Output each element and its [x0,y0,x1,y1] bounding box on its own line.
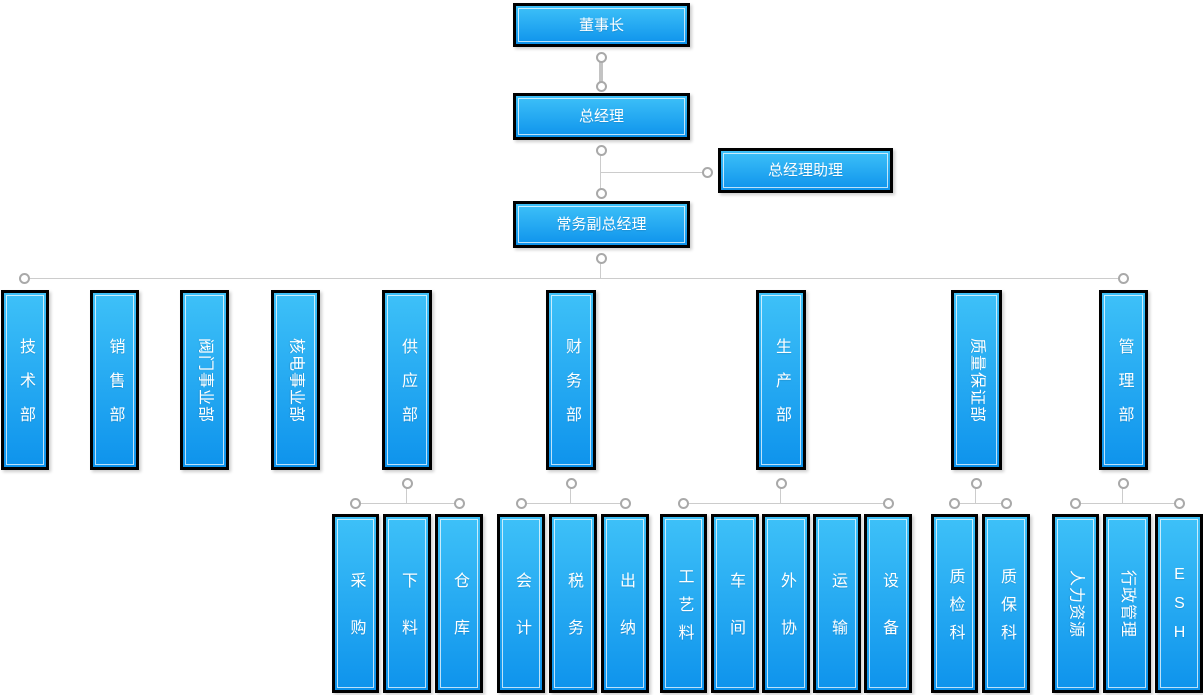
connector-joint [595,51,607,63]
node-dept-finance-label: 财务部 [563,338,580,440]
node-sec-workshop: 车间 [711,514,759,693]
connector-joint [701,166,713,178]
connector-line [975,483,976,503]
node-chairman: 董事长 [513,3,690,47]
node-sec-transport: 运输 [813,514,861,693]
node-sec-equipment: 设备 [864,514,912,693]
node-sec-esh-label: ESH [1171,566,1188,653]
connector-joint [1000,497,1012,509]
node-dept-valve-division: 阀门事业部 [180,290,229,470]
connector-joint [18,272,30,284]
node-sec-warehouse-label: 仓库 [451,572,468,666]
connector-line [780,483,781,503]
node-general-manager: 总经理 [513,93,690,140]
connector-joint [565,477,577,489]
connector-joint [1173,497,1185,509]
connector-line [1075,503,1179,504]
connector-joint [595,252,607,264]
node-dept-management: 管理部 [1099,290,1148,470]
connector-joint [1117,477,1129,489]
node-gm-assistant-label: 总经理助理 [767,162,843,179]
node-sec-esh: ESH [1155,514,1203,693]
node-sec-human-resources-label: 人力资源 [1067,569,1085,638]
connector-line [600,150,601,193]
node-sec-process-material-label: 工艺料 [675,567,693,652]
connector-joint [677,497,689,509]
node-dept-nuclear-division-label: 核电事业部 [287,337,305,423]
node-dept-quality-assurance: 质量保证部 [951,290,1002,470]
connector-joint [619,497,631,509]
connector-joint [349,497,361,509]
node-chairman-label: 董事长 [578,16,624,34]
node-dept-production-label: 生产部 [773,338,790,440]
node-dept-valve-division-label: 阀门事业部 [196,337,214,423]
node-sec-quality-inspection-label: 质检科 [946,567,964,652]
connector-line [521,503,625,504]
connector-line [570,483,571,503]
node-dept-sales-label: 销售部 [106,338,124,440]
node-executive-deputy-gm: 常务副总经理 [513,201,690,248]
node-sec-admin-management: 行政管理 [1103,514,1151,693]
connector-joint [595,144,607,156]
connector-line [355,503,459,504]
node-general-manager-label: 总经理 [578,108,624,125]
node-gm-assistant: 总经理助理 [718,148,893,193]
node-sec-cashier-label: 出纳 [617,572,634,666]
node-sec-warehouse: 仓库 [435,514,483,693]
node-dept-tech: 技术部 [1,290,49,470]
connector-joint [882,497,894,509]
node-sec-workshop-label: 车间 [727,572,744,666]
connector-line [599,57,603,86]
connector-line [24,278,1123,279]
node-sec-purchasing-label: 采购 [347,572,365,666]
connector-joint [401,477,413,489]
node-dept-management-label: 管理部 [1115,338,1133,440]
node-dept-production: 生产部 [756,290,806,470]
connector-joint [595,80,607,92]
connector-line [683,503,888,504]
connector-joint [1117,272,1129,284]
node-dept-supply-label: 供应部 [399,338,416,440]
connector-line [1122,483,1123,503]
node-sec-outsourcing: 外协 [762,514,810,693]
node-sec-material-cutting: 下料 [383,514,431,693]
node-sec-transport-label: 运输 [829,572,846,666]
connector-joint [948,497,960,509]
node-dept-tech-label: 技术部 [17,338,34,440]
node-sec-tax: 税务 [549,514,597,693]
node-sec-tax-label: 税务 [565,572,582,666]
connector-joint [515,497,527,509]
node-sec-quality-assurance-section-label: 质保科 [998,567,1015,652]
node-sec-purchasing: 采购 [332,514,379,693]
connector-joint [453,497,465,509]
connector-line [954,503,1006,504]
connector-joint [595,187,607,199]
node-sec-equipment-label: 设备 [880,572,897,666]
node-sec-accounting: 会计 [497,514,545,693]
node-dept-sales: 销售部 [90,290,139,470]
node-sec-admin-management-label: 行政管理 [1119,569,1136,638]
connector-joint [970,477,982,489]
node-sec-human-resources: 人力资源 [1052,514,1099,693]
node-sec-quality-assurance-section: 质保科 [982,514,1030,693]
connector-line [600,258,601,278]
node-dept-finance: 财务部 [546,290,596,470]
node-sec-outsourcing-label: 外协 [778,572,795,666]
connector-joint [1069,497,1081,509]
node-sec-process-material: 工艺料 [660,514,707,693]
connector-joint [775,477,787,489]
node-executive-deputy-gm-label: 常务副总经理 [556,216,647,233]
node-sec-accounting-label: 会计 [513,572,530,666]
node-dept-supply: 供应部 [382,290,432,470]
node-sec-quality-inspection: 质检科 [931,514,978,693]
node-dept-nuclear-division: 核电事业部 [271,290,320,470]
connector-line [601,172,707,173]
node-sec-cashier: 出纳 [601,514,649,693]
connector-line [406,483,407,503]
node-dept-quality-assurance-label: 质量保证部 [968,337,986,423]
node-sec-material-cutting-label: 下料 [399,572,416,666]
